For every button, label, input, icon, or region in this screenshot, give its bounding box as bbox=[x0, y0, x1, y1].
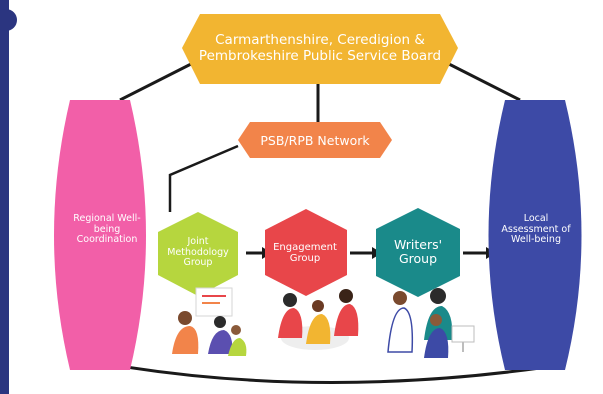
engagement-illustration bbox=[278, 289, 359, 350]
regional-lens bbox=[54, 100, 146, 370]
joint-label: Joint Methodology Group bbox=[167, 235, 229, 269]
joint-hexagon bbox=[158, 212, 238, 296]
joint-illustration bbox=[172, 287, 247, 356]
local-label: Local Assessment of Well-being bbox=[501, 212, 571, 246]
connector-board-local bbox=[444, 60, 521, 102]
network-hexagon bbox=[238, 122, 392, 158]
engagement-hexagon bbox=[265, 209, 347, 296]
sidebar-dot bbox=[0, 9, 17, 31]
connector-bottom-curve bbox=[119, 364, 541, 385]
network-label: PSB/RPB Network bbox=[260, 132, 370, 148]
board-hexagon bbox=[182, 14, 458, 84]
writers-hexagon bbox=[376, 208, 460, 297]
connector-network-joint bbox=[168, 144, 239, 212]
writers-label: Writers' Group bbox=[393, 236, 443, 266]
sidebar-bar bbox=[0, 0, 9, 394]
connector-board-regional bbox=[119, 60, 196, 102]
regional-label: Regional Well-being Coordination bbox=[73, 212, 141, 246]
writers-illustration bbox=[387, 288, 475, 358]
local-lens bbox=[488, 100, 582, 370]
engagement-label: Engagement Group bbox=[273, 241, 337, 265]
board-label: Carmarthenshire, Ceredigion & Pembrokesh… bbox=[198, 32, 442, 64]
